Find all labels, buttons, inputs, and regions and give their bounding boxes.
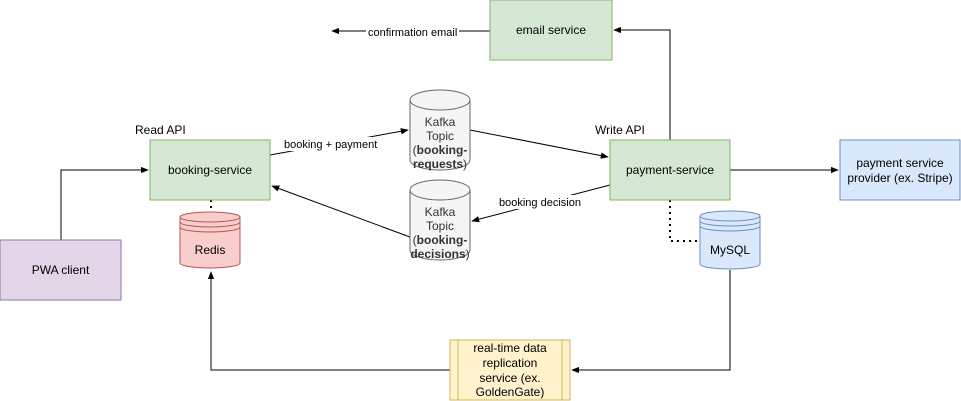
edge-payment-to-email [613,26,671,140]
replication-label-1: real-time data [473,341,547,355]
label-booking-payment: booking + payment [284,139,377,151]
kafka-requests-line-3: (booking- [413,143,468,157]
replication-label-3: service (ex. [479,371,540,385]
kafka-decisions-paren-close: ) [466,247,470,261]
edge-payment-mysql-dotted [669,200,700,242]
label-confirmation-email: confirmation email [368,27,457,39]
kafka-decisions-line-1: Kafka [425,205,456,219]
kafka-requests-paren-open: ( [413,143,417,157]
kafka-decisions-line-3: (booking- [413,233,468,247]
kafka-requests-node[interactable]: Kafka Topic (booking- requests) [409,89,471,171]
payment-provider-label-1: payment service [856,156,944,170]
payment-provider-node[interactable]: payment service provider (ex. Stripe) [839,139,961,201]
edge-kafka-requests-to-payment [469,129,609,159]
kafka-requests-line-2: Topic [426,129,454,143]
payment-service-label: payment-service [626,163,714,177]
edge-mysql-to-replication [571,270,731,374]
kafka-decisions-paren-open: ( [413,233,417,247]
label-booking-decision: booking decision [499,197,581,209]
kafka-decisions-line-2: Topic [426,219,454,233]
replication-label-2: replication [483,356,538,370]
edge-kafka-decisions-to-booking [271,185,411,238]
label-write-api: Write API [595,123,645,137]
kafka-requests-line-1: Kafka [425,115,456,129]
edge-replication-to-redis [207,271,450,371]
mysql-node[interactable]: MySQL [699,210,761,270]
email-service-label: email service [516,23,586,37]
payment-provider-label-2: provider (ex. Stripe) [847,171,952,185]
replication-service-node[interactable]: real-time data replication service (ex. … [449,339,571,401]
payment-service-node[interactable]: payment-service [609,139,731,201]
kafka-requests-paren-close: ) [463,157,467,171]
replication-label-4: GoldenGate) [476,385,545,399]
booking-service-label: booking-service [168,163,252,177]
kafka-requests-line-4: requests) [413,157,467,171]
mysql-label: MySQL [710,243,750,257]
edge-pwa-to-booking [60,166,149,240]
kafka-decisions-bold-2: decisions [410,247,466,261]
kafka-requests-bold-2: requests [413,157,463,171]
redis-label: Redis [195,243,226,257]
pwa-client-label: PWA client [32,263,90,277]
kafka-requests-bold-1: booking- [417,143,468,157]
kafka-decisions-bold-1: booking- [417,233,468,247]
redis-node[interactable]: Redis [179,211,241,269]
email-service-node[interactable]: email service [489,0,613,61]
label-read-api: Read API [135,123,186,137]
kafka-decisions-line-4: decisions) [410,247,469,261]
kafka-decisions-node[interactable]: Kafka Topic (booking- decisions) [409,179,471,261]
booking-service-node[interactable]: booking-service [149,139,271,201]
pwa-client-node[interactable]: PWA client [0,239,122,301]
